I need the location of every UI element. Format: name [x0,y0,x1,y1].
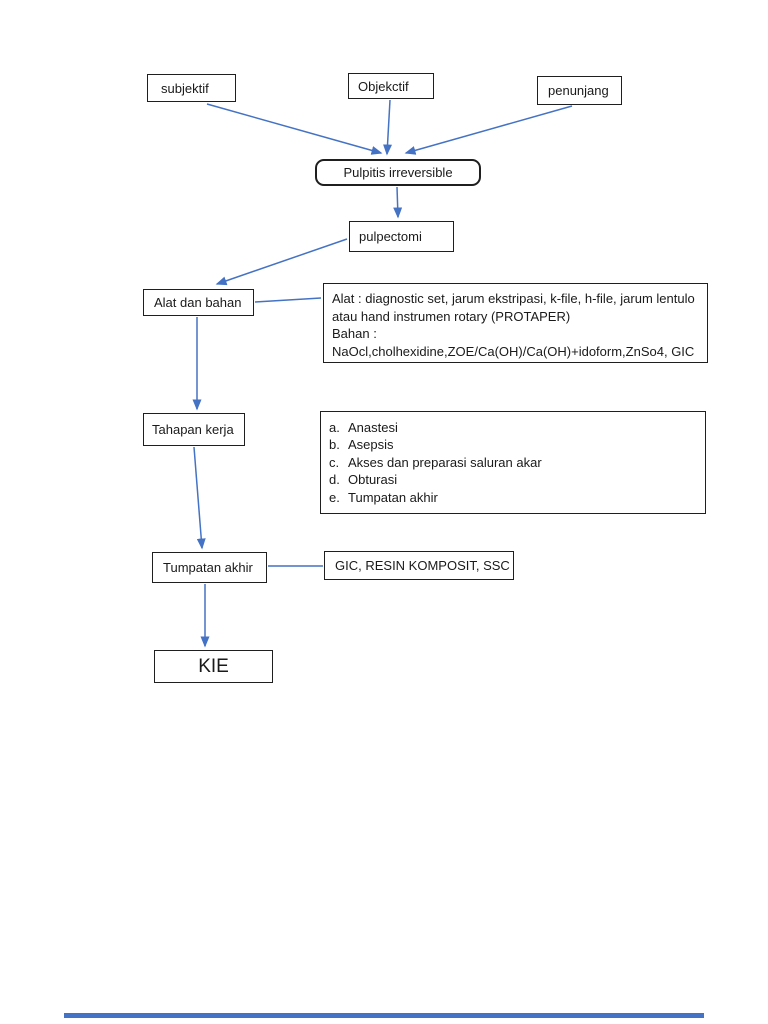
node-objektif-label: Objekctif [358,78,409,94]
node-objektif: Objekctif [348,73,434,99]
list-item-text: Asepsis [348,437,394,453]
list-item-text: Tumpatan akhir [348,489,438,505]
arrow-treatment-to-alat-bahan [215,238,348,286]
list-item: c. Akses dan preparasi saluran akar [329,454,697,471]
arrow-subjektif-to-diagnosis [206,103,383,155]
connector-alat-bahan-to-detail [254,297,322,303]
node-treatment: pulpectomi [349,221,454,252]
list-item-text: Anastesi [348,420,398,435]
list-item-marker: d. [329,472,340,488]
node-alat-bahan-detail: Alat : diagnostic set, jarum ekstripasi,… [323,283,708,363]
list-item-marker: b. [329,437,340,453]
alat-detail-line: atau hand instrumen rotary (PROTAPER) [332,308,571,324]
list-item-marker: a. [329,420,340,435]
alat-detail-line: Bahan : [332,326,377,341]
alat-detail-line: Alat : diagnostic set, jarum ekstripasi,… [332,291,695,306]
node-subjektif: subjektif [147,74,236,102]
node-alat-bahan: Alat dan bahan [143,289,254,316]
arrow-tahapan-kerja-to-tumpatan-akhir [193,446,206,550]
node-alat-bahan-label: Alat dan bahan [154,295,242,310]
list-item: b. Asepsis [329,436,697,453]
node-tumpatan-detail-label: GIC, RESIN KOMPOSIT, SSC [335,558,510,573]
node-tahapan-kerja: Tahapan kerja [143,413,245,446]
node-penunjang: penunjang [537,76,622,105]
alat-detail-line: NaOcl,cholhexidine,ZOE/Ca(OH)/Ca(OH)+ido… [332,343,695,359]
node-penunjang-label: penunjang [548,83,609,98]
node-tumpatan-akhir-detail: GIC, RESIN KOMPOSIT, SSC [324,551,514,580]
node-tumpatan-akhir-label: Tumpatan akhir [163,560,253,575]
node-tumpatan-akhir: Tumpatan akhir [152,552,267,583]
list-item-marker: e. [329,489,340,505]
arrow-penunjang-to-diagnosis [404,105,573,155]
list-item-text: Obturasi [348,472,398,488]
node-diagnosis-label: Pulpitis irreversible [343,165,453,180]
node-tahapan-kerja-label: Tahapan kerja [152,422,234,437]
node-tahapan-kerja-detail: a. Anastesi b. Asepsis c. Akses dan prep… [320,411,706,514]
node-subjektif-label: subjektif [161,80,209,96]
arrow-diagnosis-to-treatment [393,186,403,219]
arrow-objektif-to-diagnosis [383,99,393,156]
node-treatment-label: pulpectomi [359,229,422,244]
node-kie-label: KIE [198,655,229,677]
bottom-blue-bar [64,1013,704,1018]
node-diagnosis: Pulpitis irreversible [315,159,481,186]
list-item: d. Obturasi [329,471,697,488]
list-item: a. Anastesi [329,419,697,436]
node-kie: KIE [154,650,273,683]
list-item-text: Akses dan preparasi saluran akar [348,454,542,470]
list-item-marker: c. [329,454,340,470]
list-item: e. Tumpatan akhir [329,489,697,506]
